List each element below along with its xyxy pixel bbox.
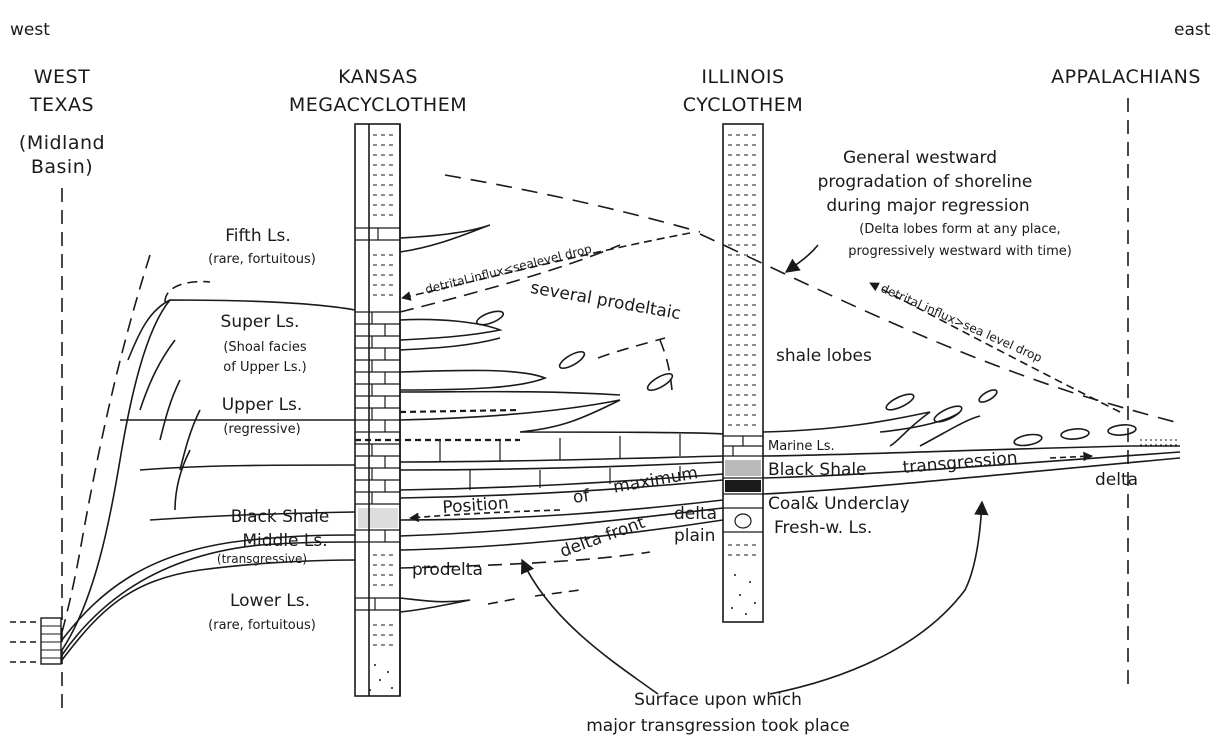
super-ls-label: Super Ls. bbox=[221, 314, 300, 331]
coal-underclay-label: Coal& Underclay bbox=[768, 496, 910, 513]
marine-ls-label: Marine Ls. bbox=[768, 440, 835, 453]
delta-lobe-2 bbox=[1061, 428, 1090, 440]
lower-ls-label: Lower Ls. bbox=[230, 593, 310, 610]
west-texas-ramp bbox=[62, 255, 355, 660]
prodeltaic-lens-4 bbox=[884, 391, 915, 413]
progradation-arrow bbox=[786, 245, 818, 272]
surface-text-1: Surface upon which bbox=[634, 692, 802, 709]
fifth-ls-lens bbox=[400, 225, 490, 252]
position-label: Position bbox=[442, 495, 509, 517]
kansas-black-shale-label: Black Shale bbox=[231, 509, 330, 526]
delta-lobe-1 bbox=[1013, 433, 1042, 448]
delta-label: delta bbox=[1095, 472, 1138, 489]
middle-ls-note: (transgressive) bbox=[217, 553, 307, 565]
west-texas-title-2: TEXAS bbox=[30, 96, 94, 115]
delta-lobe-3 bbox=[1108, 424, 1137, 436]
of-label: of bbox=[572, 488, 590, 507]
super-ls-note-1: (Shoal facies bbox=[223, 341, 306, 354]
appalachians-title: APPALACHIANS bbox=[1051, 68, 1201, 87]
progradation-text-4: (Delta lobes form at any place, bbox=[859, 223, 1060, 236]
kansas-title-1: KANSAS bbox=[338, 68, 418, 87]
surface-arrow-left bbox=[522, 560, 658, 694]
upper-ls-note: (regressive) bbox=[223, 423, 300, 436]
west-texas-basin-1: (Midland bbox=[19, 134, 105, 153]
kansas-column bbox=[355, 124, 400, 696]
progradation-line-lower bbox=[700, 234, 1175, 422]
shale-lobes-label: shale lobes bbox=[776, 348, 872, 365]
illinois-black-shale-label: Black Shale bbox=[768, 462, 867, 479]
prodeltaic-lens-1 bbox=[475, 309, 505, 328]
delta-plain-label-2: plain bbox=[674, 528, 715, 545]
illinois-title-2: CYCLOTHEM bbox=[683, 96, 803, 115]
west-direction-label: west bbox=[10, 22, 50, 39]
fresh-water-ls-label: Fresh-w. Ls. bbox=[774, 520, 872, 537]
west-texas-basin-2: Basin) bbox=[31, 158, 93, 177]
prodeltaic-lens-5 bbox=[932, 403, 963, 425]
prodeltaic-lens-6 bbox=[977, 388, 998, 405]
progradation-text-2: progradation of shoreline bbox=[818, 174, 1033, 191]
prodelta-label: prodelta bbox=[412, 562, 483, 579]
fifth-ls-label: Fifth Ls. bbox=[225, 228, 291, 245]
progradation-text-1: General westward bbox=[843, 150, 997, 167]
west-texas-title-1: WEST bbox=[34, 68, 90, 87]
transgression-arrow bbox=[1050, 456, 1092, 458]
surface-text-2: major transgression took place bbox=[586, 718, 850, 735]
prodeltaic-lens-3 bbox=[645, 371, 674, 394]
lower-ls-lens bbox=[400, 598, 470, 612]
progradation-text-3: during major regression bbox=[826, 198, 1029, 215]
kansas-title-2: MEGACYCLOTHEM bbox=[289, 96, 467, 115]
upper-ls-label: Upper Ls. bbox=[222, 397, 303, 414]
progradation-line-upper bbox=[445, 175, 700, 232]
prodeltaic-lens-2 bbox=[557, 349, 586, 372]
super-ls-note-2: of Upper Ls.) bbox=[223, 361, 306, 374]
progradation-text-5: progressively westward with time) bbox=[848, 245, 1072, 258]
west-texas-core bbox=[10, 618, 61, 664]
fifth-ls-note: (rare, fortuitous) bbox=[208, 253, 316, 266]
super-ls-lens bbox=[400, 319, 500, 340]
lower-ls-note: (rare, fortuitous) bbox=[208, 619, 316, 632]
illinois-title-1: ILLINOIS bbox=[701, 68, 784, 87]
illinois-column bbox=[723, 124, 763, 622]
delta-plain-label-1: delta bbox=[674, 506, 717, 523]
middle-ls-label: Middle Ls. bbox=[242, 533, 327, 550]
east-direction-label: east bbox=[1174, 22, 1210, 39]
